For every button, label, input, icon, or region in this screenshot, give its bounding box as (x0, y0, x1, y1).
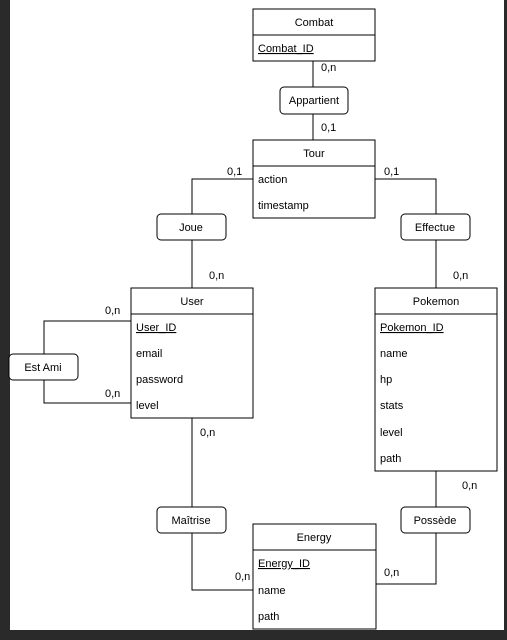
cardinality-label: 0,1 (227, 166, 242, 178)
cardinality-label: 0,n (462, 480, 477, 492)
relationship-label: Possède (414, 515, 457, 527)
cardinality-label: 0,n (209, 270, 224, 282)
entity-attribute: name (380, 348, 408, 360)
entity-title: Combat (295, 17, 334, 29)
relationship-joue[interactable]: Joue (156, 213, 227, 241)
edge-tour-joue (191, 178, 253, 214)
entity-attribute: action (258, 174, 287, 186)
relationship-label: Est Ami (24, 362, 61, 374)
entity-attribute: timestamp (258, 200, 309, 212)
entity-user[interactable]: User User_ID email password level (130, 287, 254, 419)
edge-maitrise-energy (191, 533, 253, 591)
entity-attribute: level (136, 400, 159, 412)
cardinality-label: 0,n (200, 427, 215, 439)
relationship-effectue[interactable]: Effectue (400, 213, 471, 241)
cardinality-label: 0,n (105, 388, 120, 400)
entity-title: Tour (303, 148, 325, 160)
relationship-label: Joue (179, 222, 203, 234)
entity-pokemon[interactable]: Pokemon Pokemon_ID name hp stats level p… (374, 287, 498, 472)
cardinality-label: 0,n (321, 62, 336, 74)
entity-combat[interactable]: Combat Combat_ID (252, 8, 376, 62)
relationship-est-ami[interactable]: Est Ami (8, 353, 79, 381)
edge-tour-effectue (375, 178, 437, 214)
cardinality-label: 0,n (453, 270, 468, 282)
relationship-label: Effectue (415, 222, 455, 234)
edge-possede-energy (376, 533, 437, 585)
cardinality-label: 0,1 (321, 122, 336, 134)
entity-tour[interactable]: Tour action timestamp (252, 139, 376, 219)
entity-attribute: hp (380, 374, 392, 386)
edge-estami-user-bottom (43, 380, 131, 404)
relationship-appartient[interactable]: Appartient (279, 86, 349, 115)
cardinality-label: 0,n (105, 305, 120, 317)
relationship-label: Appartient (289, 95, 339, 107)
entity-energy[interactable]: Energy Energy_ID name path (252, 523, 377, 630)
relationship-possede[interactable]: Possède (400, 506, 471, 534)
entity-attribute-pk: Combat_ID (258, 43, 314, 55)
entity-title: Pokemon (413, 296, 459, 308)
entity-attribute: email (136, 348, 162, 360)
cardinality-label: 0,n (384, 567, 399, 579)
relationship-maitrise[interactable]: Maîtrise (156, 506, 227, 534)
entity-attribute: stats (380, 400, 404, 412)
entity-attribute-pk: User_ID (136, 322, 176, 334)
connectors (43, 61, 437, 591)
entity-title: User (180, 296, 204, 308)
relationship-label: Maîtrise (171, 515, 210, 527)
edge-user-estami-top (43, 320, 131, 354)
entity-attribute: path (258, 611, 279, 623)
entity-attribute: level (380, 427, 403, 439)
entity-attribute: path (380, 453, 401, 465)
entity-attribute-pk: Energy_ID (258, 558, 310, 570)
entity-attribute: password (136, 374, 183, 386)
entity-attribute-pk: Pokemon_ID (380, 322, 444, 334)
cardinality-label: 0,n (235, 571, 250, 583)
cardinality-label: 0,1 (384, 166, 399, 178)
cardinalities: 0,n 0,1 0,1 0,1 0,n 0,n 0,n 0,n 0,n 0,n … (105, 62, 477, 583)
entity-attribute: name (258, 585, 286, 597)
entity-title: Energy (297, 532, 332, 544)
